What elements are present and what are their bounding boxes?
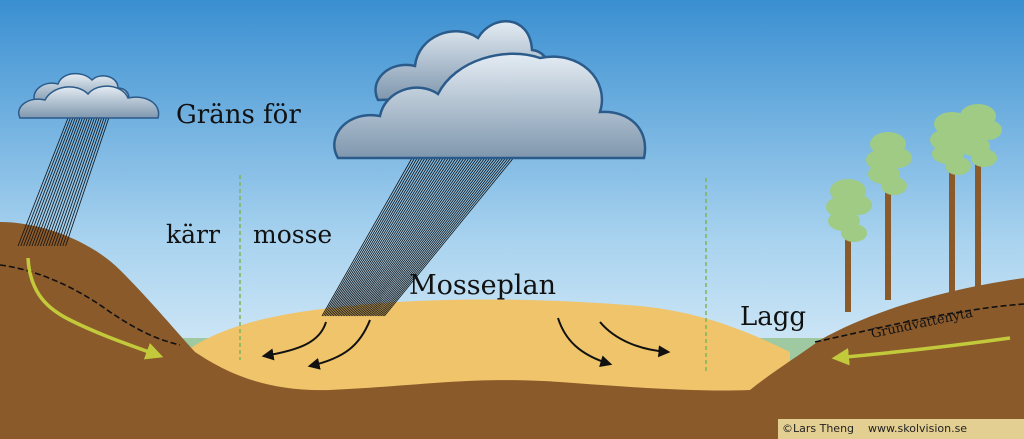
credit-author: ©Lars Theng (782, 422, 855, 435)
rain-streak (37, 117, 86, 247)
tree-trunk (949, 128, 955, 296)
runoff-arrow-2 (307, 319, 371, 370)
rain-streak (17, 117, 69, 247)
rain-streak (42, 117, 90, 247)
credit-url: www.skolvision.se (868, 422, 968, 435)
rain-streak (321, 157, 413, 317)
tree-crown (945, 157, 971, 175)
rain-streak (380, 157, 509, 317)
rain-streak (356, 157, 470, 317)
rain-streak (26, 117, 76, 247)
rain-streak (336, 157, 436, 317)
rain-streak (355, 157, 467, 317)
rain-streak (376, 157, 501, 317)
runoff-arrow-3 (557, 317, 613, 367)
rain-streak (371, 157, 493, 317)
rain-streak (40, 117, 88, 247)
groundwater-flow-arrow-right (831, 336, 1011, 366)
rain-streak (331, 157, 428, 317)
rain-streak (345, 157, 452, 317)
rain-streak (347, 157, 454, 317)
rain-streak (350, 157, 460, 317)
groundwater-line-right (814, 303, 1024, 343)
tree-crown (974, 120, 1002, 140)
rain-streak (374, 157, 499, 317)
rain-streak (364, 157, 483, 317)
rain-streak (382, 157, 512, 317)
groundwater-flow-arrow-left (26, 257, 164, 360)
rain-streak (339, 157, 441, 317)
ground-soil (0, 222, 1024, 439)
credit-bar: ©Lars Theng www.skolvision.se (778, 419, 1024, 439)
rain-streak (323, 157, 415, 317)
rain-streak (363, 157, 480, 317)
tree-crown (844, 195, 872, 215)
rain-streak (62, 117, 107, 247)
rain-streak (23, 117, 74, 247)
rain-streak (65, 117, 110, 247)
label-grans-for: Gräns för (176, 100, 301, 130)
large-cloud (333, 20, 647, 160)
rain-streak (342, 157, 447, 317)
tree-crown (971, 149, 997, 167)
rain-streak (366, 157, 486, 317)
runoff-arrow-4 (599, 321, 671, 358)
rain-streak (379, 157, 506, 317)
rain-streak (340, 157, 444, 317)
pine-trees (826, 104, 1002, 312)
label-mosseplan: Mosseplan (409, 270, 556, 301)
rain-streak (368, 157, 488, 317)
tree-trunk (885, 148, 891, 300)
rain-streak (59, 117, 105, 247)
rain-streak (332, 157, 431, 317)
rain-streak (31, 117, 81, 247)
small-cloud (17, 72, 160, 119)
rain-streak (28, 117, 78, 247)
rain-streak (384, 157, 514, 317)
rain-streak (51, 117, 98, 247)
tree-trunk (975, 120, 981, 300)
rain-streak (329, 157, 426, 317)
label-mosse: mosse (253, 220, 333, 249)
rain-streak (328, 157, 423, 317)
rain-streak (20, 117, 71, 247)
rain-streak (344, 157, 449, 317)
rain-streak (358, 157, 473, 317)
rain-streak (56, 117, 102, 247)
rain-streak (48, 117, 95, 247)
tree-crown (881, 177, 907, 195)
rain-streak (377, 157, 504, 317)
rain-streak (348, 157, 457, 317)
label-lagg: Lagg (740, 302, 807, 332)
runoff-arrow-1 (261, 321, 327, 361)
rain-streak (334, 157, 434, 317)
rain-streak (45, 117, 93, 247)
rain-streak (360, 157, 475, 317)
tree-crown (841, 224, 867, 242)
rain-streak (34, 117, 83, 247)
tree-trunk (845, 195, 851, 312)
rain-streak (324, 157, 418, 317)
rain-streak (369, 157, 491, 317)
rain-streak (337, 157, 439, 317)
rain-streak (372, 157, 496, 317)
rain-streak (352, 157, 462, 317)
rain-streak (353, 157, 465, 317)
rain-streak (54, 117, 100, 247)
tree-crown (884, 148, 912, 168)
peat-dome (185, 299, 790, 400)
rain-left (17, 117, 110, 247)
rain-streak (326, 157, 421, 317)
rain-center (321, 157, 514, 317)
rain-streak (361, 157, 478, 317)
label-karr: kärr (166, 220, 220, 249)
